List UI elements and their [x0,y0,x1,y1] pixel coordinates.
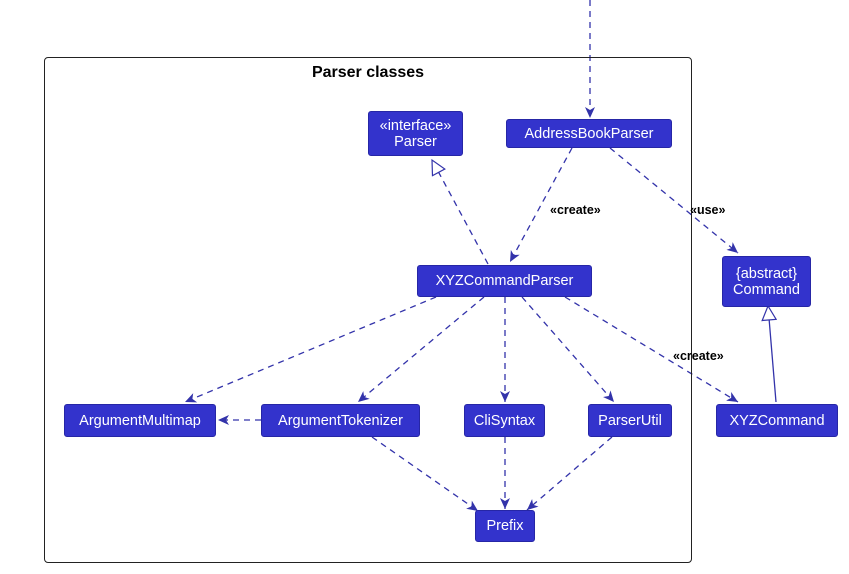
node-xyzcommand-name: XYZCommand [729,412,825,429]
edge-xyzcommandparser-parserutil [521,296,615,403]
node-parserutil[interactable]: ParserUtil [588,404,672,437]
node-parser-name: Parser [394,133,437,150]
node-command-stereotype: {abstract} [735,265,798,282]
edge-label-use-command: «use» [690,203,726,217]
node-xyzcommand[interactable]: XYZCommand [716,404,838,437]
edge-xyzcommand-extends-command [768,306,776,403]
edge-label-create-parser: «create» [550,203,601,217]
node-parserutil-name: ParserUtil [598,412,662,429]
node-command-name: Command [733,281,800,298]
node-addressbookparser-name: AddressBookParser [524,125,654,142]
node-parser-interface[interactable]: «interface» Parser [368,111,463,156]
node-prefix-name: Prefix [486,518,524,534]
edge-addressbookparser-use-command [609,147,739,254]
package-parser-classes: Parser classes [44,57,692,563]
node-argumentmultimap[interactable]: ArgumentMultimap [64,404,216,437]
node-prefix[interactable]: Prefix [475,510,535,542]
edge-label-create-command: «create» [673,349,724,363]
node-addressbookparser[interactable]: AddressBookParser [506,119,672,148]
edge-xyzcommandparser-create-xyzcommand [564,296,739,403]
edge-xyzcommandparser-argumentmultimap [184,296,437,403]
package-title: Parser classes [311,64,425,81]
node-clisyntax-name: CliSyntax [473,412,536,429]
node-argumenttokenizer[interactable]: ArgumentTokenizer [261,404,420,437]
node-argumenttokenizer-name: ArgumentTokenizer [278,412,403,429]
node-parser-stereotype: «interface» [379,117,452,134]
node-command-abstract[interactable]: {abstract} Command [722,256,811,307]
edge-xyzcommandparser-realizes-parser [432,160,489,265]
node-xyzcommandparser-name: XYZCommandParser [435,273,574,289]
edge-parserutil-prefix [526,436,613,511]
node-clisyntax[interactable]: CliSyntax [464,404,545,437]
node-xyzcommandparser[interactable]: XYZCommandParser [417,265,592,297]
edge-xyzcommandparser-argumenttokenizer [357,296,485,403]
node-argumentmultimap-name: ArgumentMultimap [79,412,201,429]
